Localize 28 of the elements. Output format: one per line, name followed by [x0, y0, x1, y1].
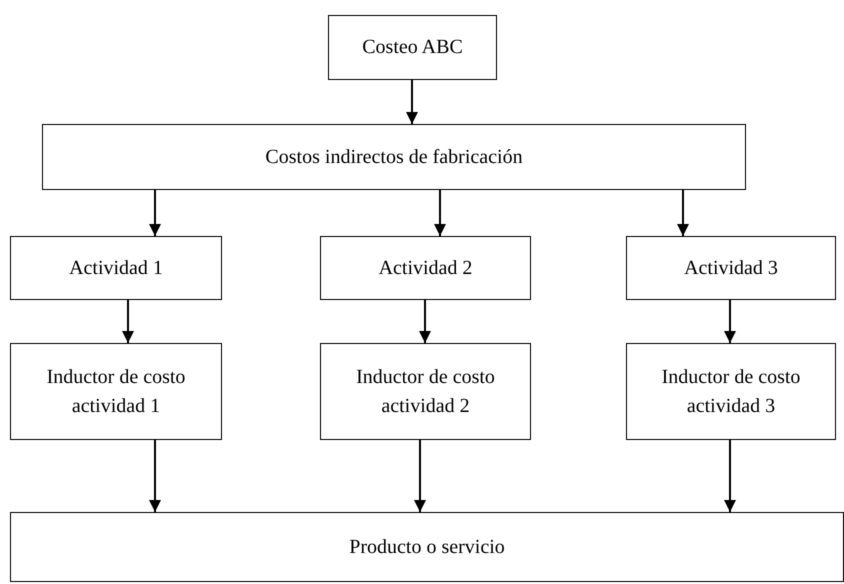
arrow [414, 440, 426, 512]
process-box [626, 343, 836, 440]
box-label: Costeo ABC [362, 35, 463, 60]
process-box [320, 236, 531, 300]
process-box [10, 236, 222, 300]
process-box [626, 236, 836, 300]
box-label: Producto o servicio [349, 534, 505, 560]
process-box [10, 512, 844, 582]
arrow [724, 300, 736, 343]
box-label: Actividad 3 [684, 256, 778, 280]
box-label: Actividad 2 [378, 256, 472, 280]
box-label: Inductor de costo actividad 2 [355, 364, 496, 418]
arrow [406, 80, 418, 124]
box-label: Costos indirectos de fabricación [265, 144, 523, 170]
process-box [10, 343, 222, 440]
arrow [419, 300, 431, 343]
arrow [149, 440, 161, 512]
process-box [42, 124, 746, 190]
arrow [149, 190, 161, 236]
arrow [122, 300, 134, 343]
arrow [434, 190, 446, 236]
process-box [328, 15, 497, 80]
box-label: Inductor de costo actividad 1 [46, 364, 186, 418]
box-label: Inductor de costo actividad 3 [660, 364, 802, 418]
process-box [320, 343, 531, 440]
arrow [677, 190, 689, 236]
box-label: Actividad 1 [69, 256, 163, 280]
arrow [724, 440, 736, 512]
